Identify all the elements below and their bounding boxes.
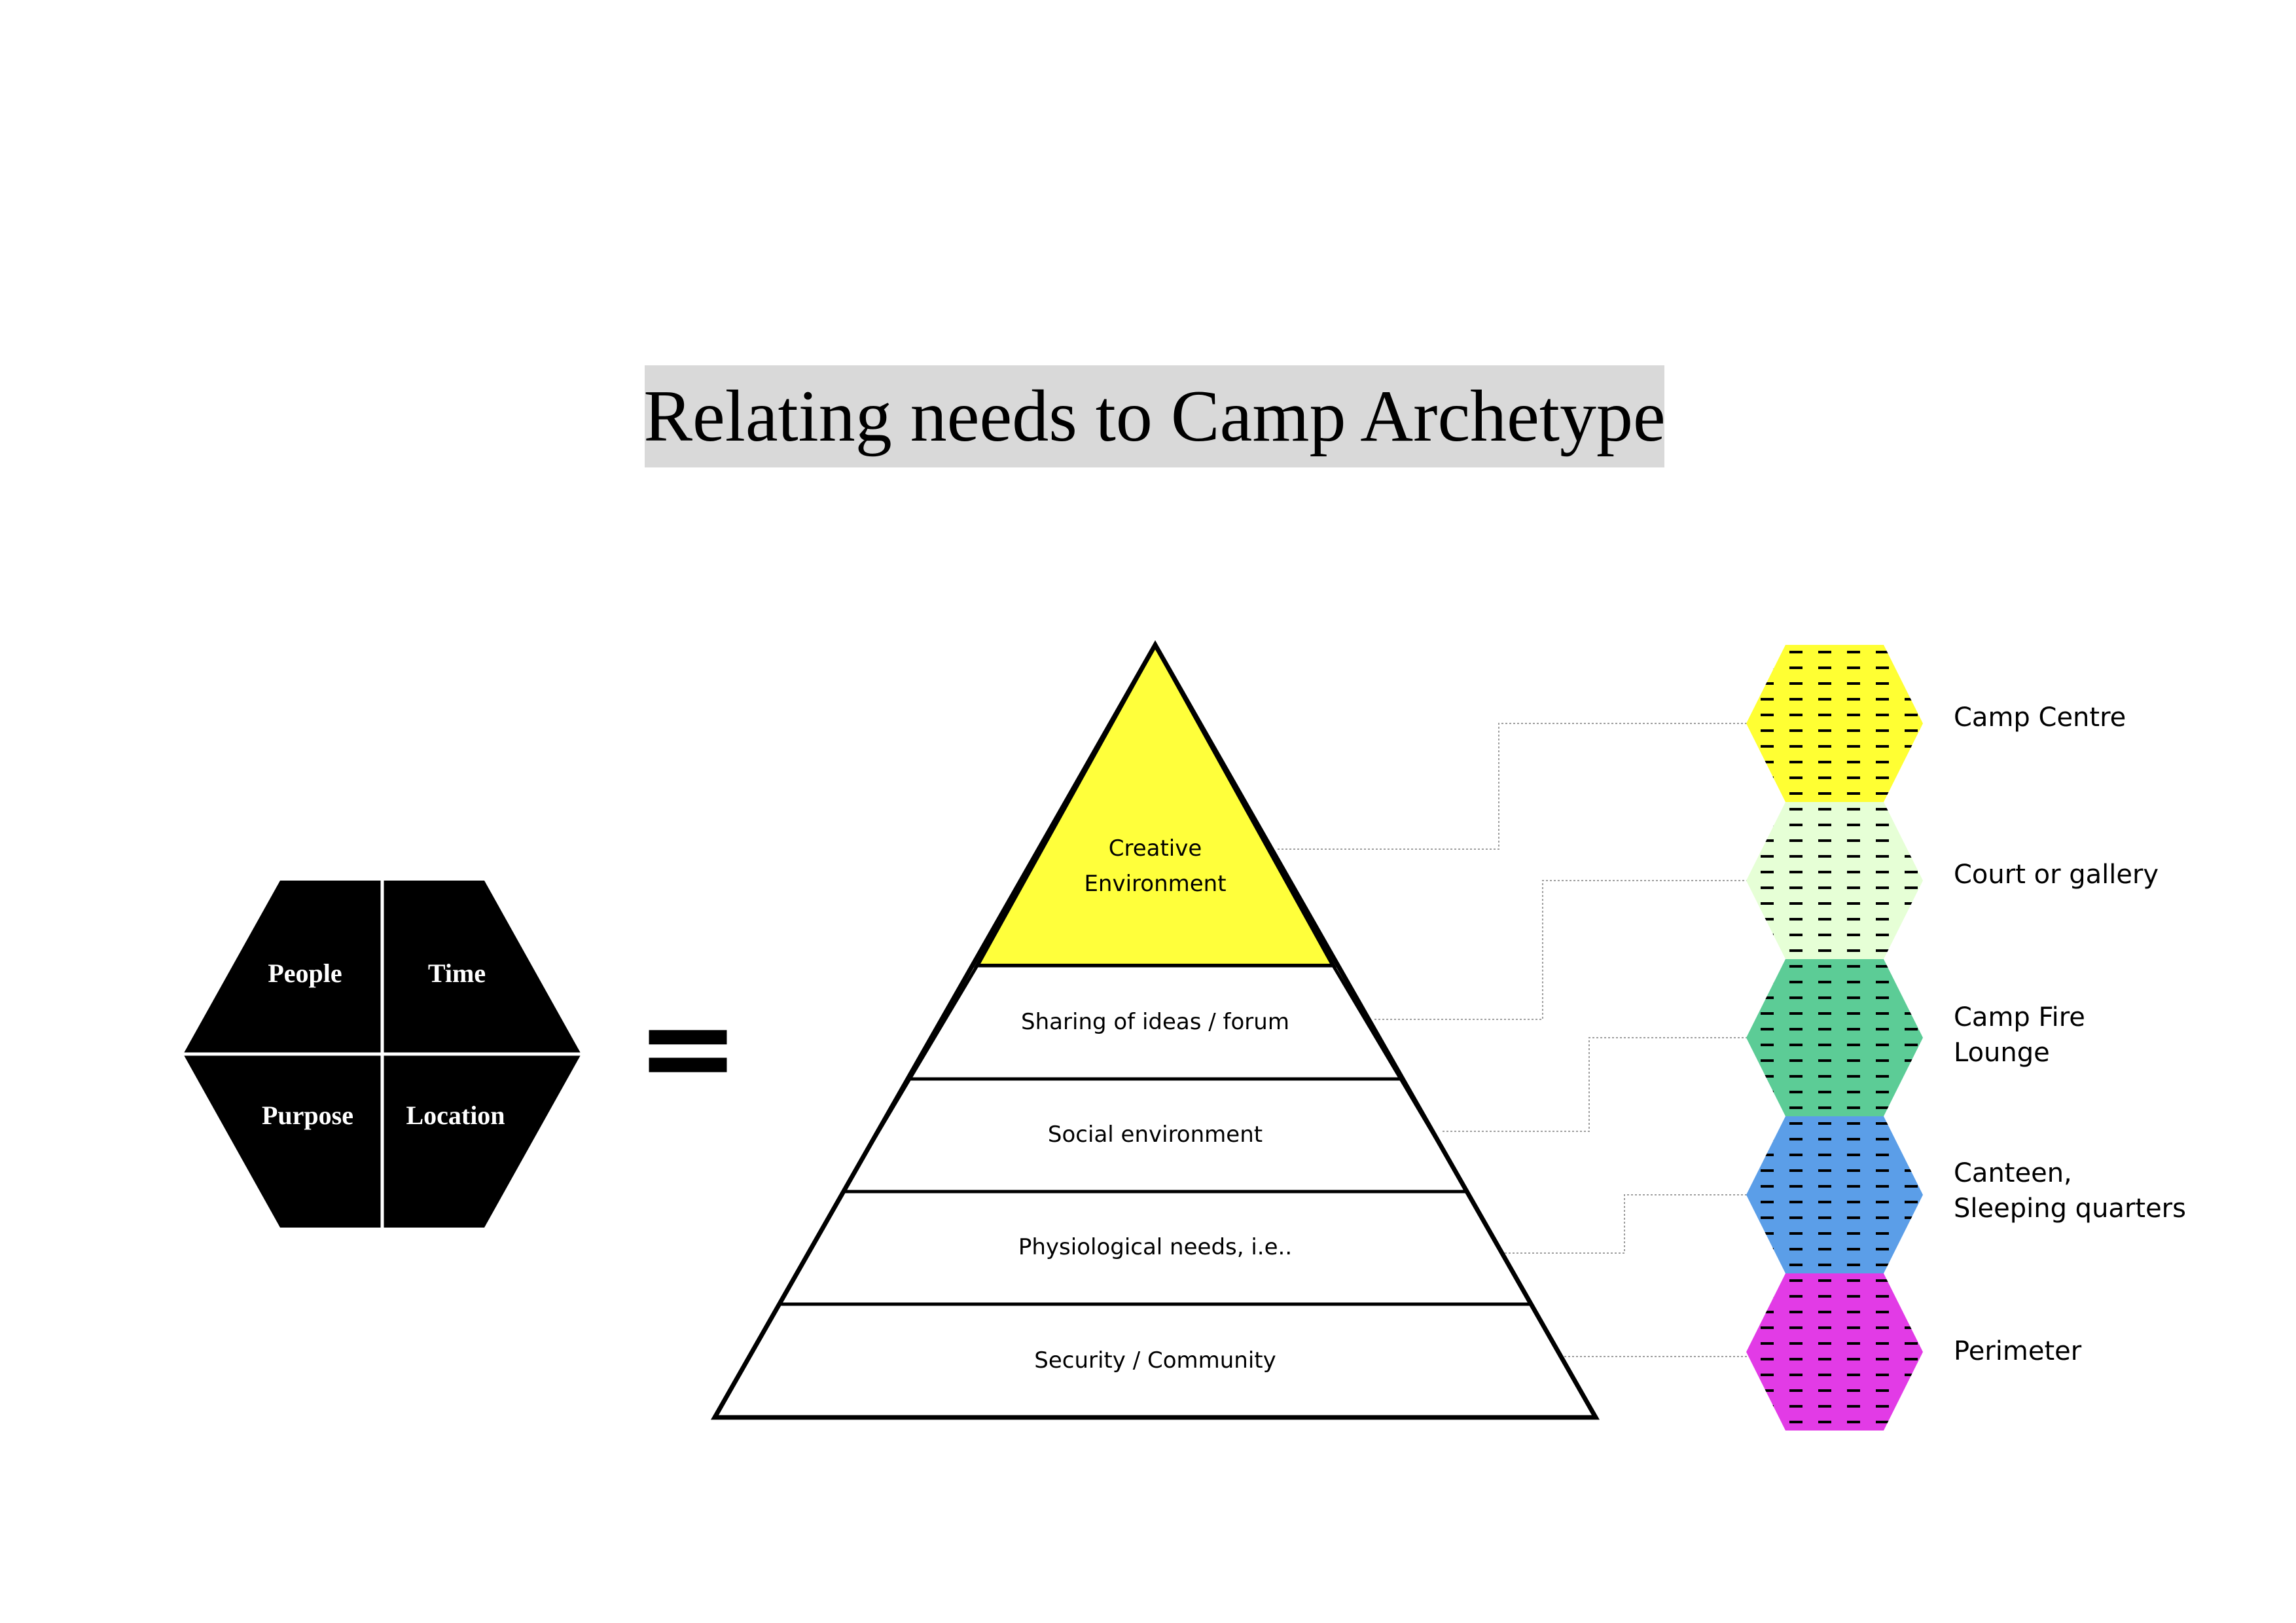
archetype-label-camp-centre: Camp Centre: [1954, 702, 2126, 733]
archetype-hatch-canteen: [1746, 1116, 1923, 1273]
archetype-label-court-gallery: Court or gallery: [1954, 860, 2159, 890]
pyramid-label-social: Social environment: [1048, 1122, 1263, 1148]
archetype-camp-centre: Camp Centre: [1746, 645, 2126, 802]
equals-sign: =: [636, 975, 740, 1120]
pyramid-outline: [710, 640, 1600, 1420]
quad-label-time: Time: [428, 958, 486, 988]
page-title: Relating needs to Camp Archetype: [643, 375, 1666, 457]
pyramid-label-sharing: Sharing of ideas / forum: [1021, 1009, 1289, 1035]
quad-hexagon: People Time Purpose Location: [183, 881, 581, 1228]
connector-camp-centre: [1278, 723, 1761, 850]
archetype-label-camp-fire-lounge-line2: Lounge: [1954, 1038, 2050, 1068]
archetype-perimeter: Perimeter: [1746, 1273, 2082, 1431]
archetype-canteen: Canteen, Sleeping quarters: [1746, 1116, 2186, 1273]
archetype-label-camp-fire-lounge-line1: Camp Fire: [1954, 1002, 2085, 1032]
archetype-hatch-court-gallery: [1746, 802, 1923, 959]
archetype-hexagons: Camp Centre Court or gallery Camp Fire L…: [1746, 645, 2186, 1431]
pyramid-label-creative-line2: Environment: [1084, 871, 1226, 897]
pyramid-label-physiological: Physiological needs, i.e..: [1018, 1234, 1292, 1260]
archetype-hatch-perimeter: [1746, 1273, 1923, 1431]
archetype-label-canteen-line2: Sleeping quarters: [1954, 1194, 2186, 1224]
archetype-court-gallery: Court or gallery: [1746, 802, 2159, 959]
archetype-label-canteen-line1: Canteen,: [1954, 1158, 2072, 1188]
archetype-hatch-camp-fire-lounge: [1746, 959, 1923, 1116]
connector-camp-fire-lounge: [1443, 1037, 1761, 1132]
pyramid-label-creative-line1: Creative: [1109, 835, 1202, 862]
connector-canteen: [1505, 1194, 1761, 1254]
archetype-label-perimeter: Perimeter: [1954, 1336, 2082, 1366]
title-banner: Relating needs to Camp Archetype: [643, 365, 1666, 467]
archetype-hatch-camp-centre: [1746, 645, 1923, 802]
pyramid-level-creative: [973, 640, 1337, 968]
needs-pyramid: Creative Environment Sharing of ideas / …: [710, 640, 1600, 1420]
pyramid-label-security: Security / Community: [1034, 1347, 1276, 1374]
quad-label-people: People: [268, 958, 342, 988]
connectors: [1278, 723, 1761, 1357]
quad-label-purpose: Purpose: [262, 1101, 353, 1130]
quad-label-location: Location: [406, 1101, 505, 1130]
archetype-camp-fire-lounge: Camp Fire Lounge: [1746, 959, 2085, 1116]
connector-court-gallery: [1374, 880, 1761, 1020]
